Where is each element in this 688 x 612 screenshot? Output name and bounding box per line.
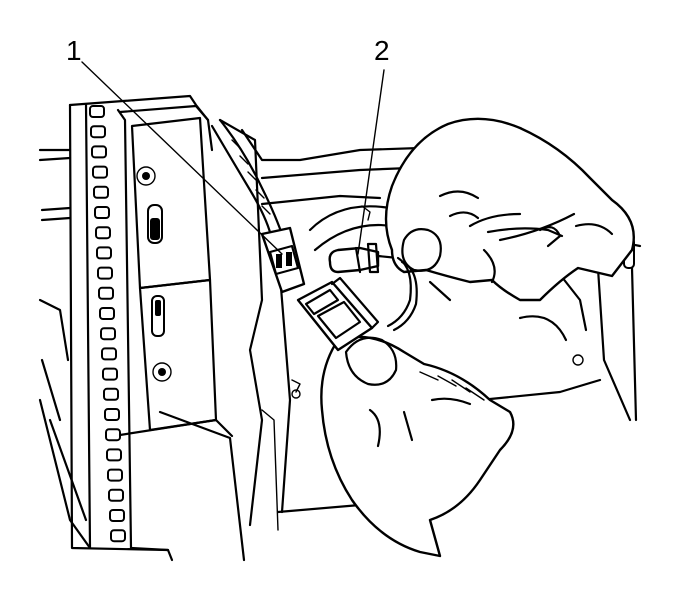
frame-slot [89, 105, 105, 118]
frame-slot [108, 488, 124, 502]
leader-line-2 [357, 69, 385, 255]
frame-slot [91, 145, 107, 159]
frame-slot [92, 165, 108, 179]
upper-hand [384, 117, 635, 302]
door-frame [38, 94, 246, 562]
frame-slot [96, 246, 112, 260]
connector-1 [260, 226, 306, 294]
connector-mating [296, 276, 380, 352]
frame-slot [99, 307, 115, 320]
frame-slot [106, 448, 122, 462]
bracket-plates [118, 116, 234, 438]
wiring-harness [210, 118, 286, 242]
frame-slot [93, 185, 109, 199]
frame-slot [104, 408, 120, 421]
frame-slot [97, 266, 113, 280]
sensor-lead [386, 256, 418, 332]
slot-column [89, 105, 126, 543]
lower-hand [320, 335, 515, 558]
frame-slot [95, 226, 111, 240]
frame-slot [102, 367, 118, 381]
frame-slot [103, 387, 119, 401]
frame-slot [105, 428, 121, 442]
frame-slot [109, 509, 125, 522]
frame-slot [90, 125, 106, 139]
callout-2: 2 [374, 35, 390, 66]
frame-slot [110, 529, 126, 543]
sensor-2 [328, 242, 400, 274]
leader-line-1 [81, 61, 283, 255]
frame-slot [94, 206, 110, 219]
frame-slot [100, 327, 116, 341]
frame-slot [107, 468, 123, 482]
callout-1: 1 [66, 35, 82, 66]
frame-slot [98, 286, 114, 300]
leader-lines [81, 61, 385, 255]
frame-slot [101, 347, 117, 361]
